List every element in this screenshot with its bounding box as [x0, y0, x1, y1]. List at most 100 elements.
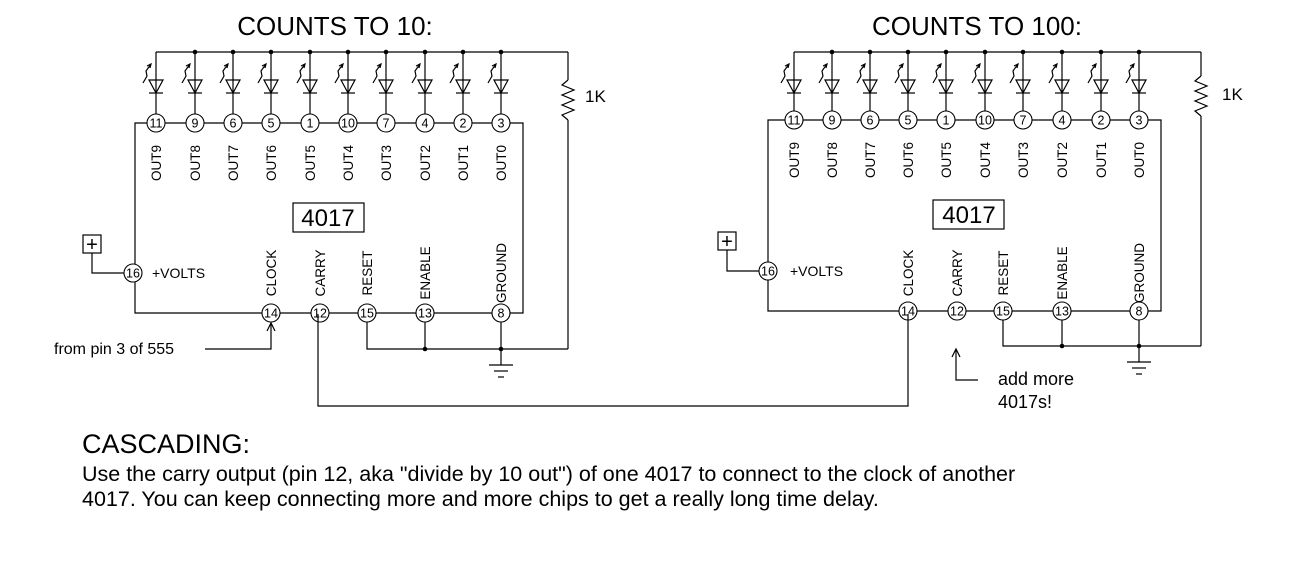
led-light-arrowhead [860, 62, 866, 69]
input-label: RESET [996, 250, 1011, 295]
led-light-arrowhead [415, 62, 421, 69]
input-pin-number: 12 [313, 307, 327, 321]
input-pin-number: 14 [901, 305, 915, 319]
led-light-arrow [257, 63, 267, 84]
output-label: OUT9 [787, 142, 802, 178]
output-pin-number: 1 [943, 114, 950, 128]
output-pin-number: 9 [829, 114, 836, 128]
input-label: CARRY [950, 249, 965, 296]
led-diode-body [262, 79, 280, 95]
junction-dot [1059, 343, 1065, 349]
led-diode-body [1130, 79, 1148, 95]
output-label: OUT3 [1016, 142, 1031, 178]
supply-pin-number: 16 [126, 267, 140, 281]
reset-enable-ground-wire [1002, 320, 1201, 347]
supply-label: +VOLTS [152, 265, 205, 281]
output-label: OUT0 [1132, 142, 1147, 178]
led-diode-body [861, 79, 879, 95]
output-pin-number: 7 [383, 117, 390, 131]
led-light-arrow [1009, 63, 1019, 84]
input-label: GROUND [1132, 243, 1147, 303]
add-more-note-line: add more [998, 369, 1074, 389]
input-pin-number: 15 [360, 307, 374, 321]
led-light-arrow [894, 63, 904, 84]
output-pin-number: 6 [867, 114, 874, 128]
led-diode-body [492, 79, 510, 95]
led-light-arrowhead [936, 62, 942, 69]
chip-name: 4017 [942, 202, 995, 229]
led-diode-body [147, 79, 165, 95]
supply-wire [91, 253, 124, 274]
output-pin-number: 3 [498, 117, 505, 131]
led-light-arrow [334, 63, 344, 84]
input-label: CARRY [313, 249, 328, 296]
led-light-arrow [449, 63, 459, 84]
led-light-arrowhead [822, 62, 828, 69]
chip-name: 4017 [301, 205, 354, 232]
resistor-symbol [560, 79, 576, 121]
output-label: OUT4 [978, 142, 993, 178]
led-diode-body [186, 79, 204, 95]
output-label: OUT5 [939, 142, 954, 178]
output-label: OUT2 [1055, 142, 1070, 178]
led-diode-body [1014, 79, 1032, 95]
output-label: OUT6 [901, 142, 916, 178]
caption-title: CASCADING: [82, 429, 251, 459]
cascading-counter-schematic: COUNTS TO 10:11OUT99OUT86OUT75OUT61OUT51… [54, 11, 1243, 412]
output-pin-number: 4 [1059, 114, 1066, 128]
led-light-arrow [411, 63, 421, 84]
output-label: OUT5 [303, 145, 318, 181]
output-pin-number: 10 [341, 117, 355, 131]
chip-outline-left-bottom [767, 280, 899, 312]
output-pin-number: 11 [150, 117, 163, 131]
input-pin-number: 15 [996, 305, 1010, 319]
supply-terminal-symbol: + [721, 231, 733, 253]
led-light-arrowhead [1013, 62, 1019, 69]
add-more-arrowhead [951, 347, 961, 358]
chip-name-box [292, 202, 365, 233]
led-diode-body [377, 79, 395, 95]
led-light-arrow [971, 63, 981, 84]
output-label: OUT1 [456, 145, 471, 181]
supply-pin-number: 16 [761, 265, 775, 279]
led-light-arrowhead [453, 62, 459, 69]
pin-circle [947, 301, 967, 321]
resistor-label: 1K [1222, 85, 1243, 104]
input-label: GROUND [494, 243, 509, 303]
counts-to-100-circuit: COUNTS TO 100:11OUT99OUT86OUT75OUT61OUT5… [717, 11, 1243, 412]
chip-name-box [932, 199, 1005, 230]
output-pin-number: 6 [230, 117, 237, 131]
led-light-arrow [487, 63, 497, 84]
output-pin-number: 5 [268, 117, 275, 131]
output-label: OUT7 [226, 145, 241, 181]
led-light-arrowhead [300, 62, 306, 69]
resistor-label: 1K [585, 87, 606, 106]
led-light-arrowhead [1052, 62, 1058, 69]
input-label: RESET [360, 250, 375, 295]
junction-dot [422, 346, 428, 352]
led-light-arrow [780, 63, 790, 84]
led-diode-body [301, 79, 319, 95]
input-pin-number: 13 [1055, 305, 1069, 319]
carry-to-clock-wire [317, 314, 909, 407]
output-label: OUT0 [494, 145, 509, 181]
led-light-arrow [1048, 63, 1058, 84]
output-label: OUT9 [149, 145, 164, 181]
resistor-symbol [1193, 75, 1209, 117]
led-light-arrowhead [975, 62, 981, 69]
led-light-arrowhead [338, 62, 344, 69]
input-pin-number: 13 [418, 307, 432, 321]
output-label: OUT4 [341, 145, 356, 181]
led-light-arrow [219, 63, 229, 84]
chip-outline-left-bottom [134, 282, 262, 314]
led-light-arrowhead [898, 62, 904, 69]
chip-outline-left-top [767, 119, 785, 271]
supply-terminal-symbol: + [86, 234, 98, 256]
cascading-caption: CASCADING: Use the carry output (pin 12,… [82, 428, 1182, 512]
led-light-arrow [181, 63, 191, 84]
output-label: OUT7 [863, 142, 878, 178]
clock-source-arrowhead [266, 321, 276, 332]
output-pin-number: 4 [422, 117, 429, 131]
input-label: CLOCK [901, 250, 916, 297]
input-label: ENABLE [1055, 246, 1070, 299]
